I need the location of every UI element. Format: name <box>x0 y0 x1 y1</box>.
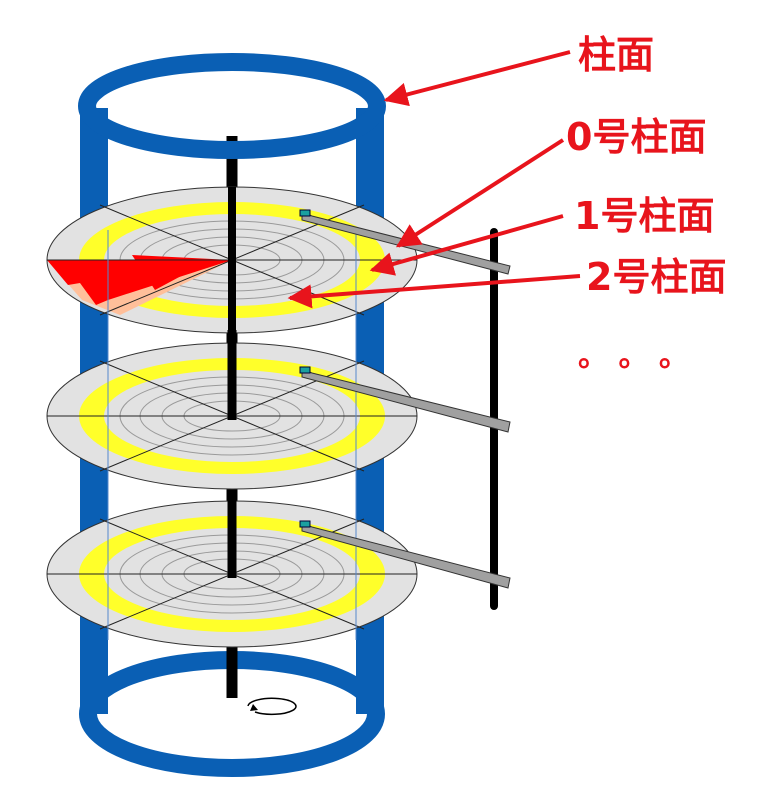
arrow-cylinder1 <box>369 214 564 276</box>
label-cylinder0: 0号柱面 <box>566 115 706 159</box>
read-write-arm-bottom <box>299 520 511 589</box>
cylinder-guide-lines <box>107 230 357 640</box>
read-write-arm-middle <box>299 366 511 433</box>
cylinder-top-ring <box>78 53 386 159</box>
label-cylinder1: 1号柱面 <box>574 194 714 238</box>
arrow-cylinder <box>383 50 571 107</box>
arrow-cylinder2 <box>287 274 581 309</box>
rotation-arrow-icon <box>247 697 297 716</box>
label-ellipsis: 。 。 。 <box>578 339 689 374</box>
label-cylinder: 柱面 <box>578 33 654 77</box>
label-cylinder2: 2号柱面 <box>586 255 726 299</box>
platter-top <box>46 186 418 334</box>
annotation-arrows <box>287 50 581 309</box>
arrow-cylinder0 <box>395 138 565 248</box>
